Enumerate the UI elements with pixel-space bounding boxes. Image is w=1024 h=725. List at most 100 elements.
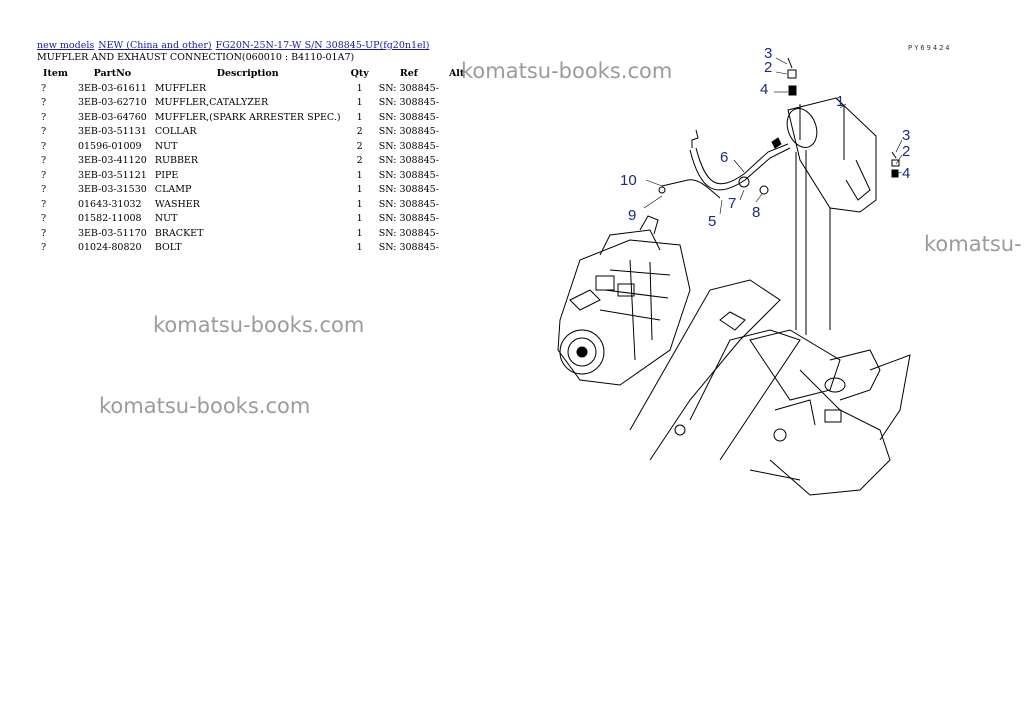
cell-partno: 3EB-03-51170 [77, 227, 147, 239]
cell-partno: 01582-11008 [77, 213, 142, 225]
callout-label: 7 [728, 195, 736, 212]
hardware-drawing [771, 57, 900, 178]
cell-alt [443, 226, 470, 241]
cell-partno: 3EB-03-51131 [77, 126, 147, 138]
cell-qty: 1 [356, 97, 363, 109]
cell-qty: 2 [356, 126, 363, 138]
watermark-edge: komatsu- [924, 232, 1022, 256]
callout-label: 3 [902, 127, 910, 144]
cell-item: ? [41, 155, 47, 167]
cell-partno: 3EB-03-31530 [77, 184, 147, 196]
table-row: ? 3EB-03-51170 BRACKET 1 SN: 308845- [37, 226, 470, 241]
tail-pipe [795, 150, 831, 335]
table-row: ? 01024-80820 BOLT 1 SN: 308845- [37, 241, 470, 256]
cell-partno: 3EB-03-61611 [77, 82, 147, 94]
cell-qty: 2 [356, 140, 363, 152]
cell-item: ? [41, 97, 47, 109]
cell-alt [443, 96, 470, 111]
cell-ref: SN: 308845- [378, 242, 439, 254]
callout-label: 2 [902, 143, 910, 160]
engine-drawing [557, 215, 691, 386]
watermark: komatsu-books.com [153, 313, 365, 337]
watermark: komatsu-books.com [99, 394, 311, 418]
cell-description: CLAMP [154, 184, 192, 196]
callout-label: 1 [836, 93, 844, 110]
muffler-drawing [786, 97, 877, 213]
cell-qty: 1 [356, 198, 363, 210]
breadcrumb-link-region[interactable]: NEW (China and other) [98, 40, 212, 51]
table-row: ? 01643-31032 WASHER 1 SN: 308845- [37, 197, 470, 212]
cell-item: ? [41, 82, 47, 94]
cell-partno: 01024-80820 [77, 242, 142, 254]
cell-partno: 01643-31032 [77, 198, 142, 210]
cell-item: ? [41, 111, 47, 123]
cell-description: MUFFLER,(SPARK ARRESTER SPEC.) [154, 111, 341, 123]
header-qty: Qty [350, 68, 369, 79]
cell-ref: SN: 308845- [378, 97, 439, 109]
table-row: ? 3EB-03-64760 MUFFLER,(SPARK ARRESTER SPE… [37, 110, 470, 125]
cell-ref: SN: 308845- [378, 155, 439, 167]
cell-description: COLLAR [154, 126, 197, 138]
cell-item: ? [41, 213, 47, 225]
cell-qty: 1 [356, 242, 363, 254]
breadcrumb-link-new-models[interactable]: new models [37, 40, 95, 51]
cell-ref: SN: 308845- [378, 198, 439, 210]
cell-ref: SN: 308845- [378, 126, 439, 138]
cell-partno: 3EB-03-62710 [77, 97, 147, 109]
cell-item: ? [41, 242, 47, 254]
exhaust-pipe-drawing [658, 129, 791, 199]
cell-description: WASHER [154, 198, 200, 210]
cell-alt [443, 168, 470, 183]
cell-qty: 1 [356, 82, 363, 94]
callout-label: 9 [628, 207, 636, 224]
cell-ref: SN: 308845- [378, 213, 439, 225]
cell-qty: 1 [356, 169, 363, 181]
cell-ref: SN: 308845- [378, 184, 439, 196]
cell-ref: SN: 308845- [378, 111, 439, 123]
table-row: ? 01582-11008 NUT 1 SN: 308845- [37, 212, 470, 227]
cell-item: ? [41, 227, 47, 239]
cell-partno: 3EB-03-41120 [77, 155, 147, 167]
cell-ref: SN: 308845- [378, 227, 439, 239]
table-row: ? 3EB-03-51131 COLLAR 2 SN: 308845- [37, 125, 470, 140]
cell-partno: 3EB-03-51121 [77, 169, 147, 181]
cell-item: ? [41, 169, 47, 181]
header-alt: Alt [448, 68, 465, 79]
cell-qty: 1 [356, 184, 363, 196]
exploded-parts-diagram: 3 2 4 1 3 2 4 6 10 9 5 7 8 [557, 45, 911, 496]
cell-alt [443, 154, 470, 169]
section-title: MUFFLER AND EXHAUST CONNECTION(060010 : … [37, 52, 355, 63]
callout-leaders [643, 57, 903, 215]
cell-qty: 1 [356, 213, 363, 225]
cell-description: BOLT [154, 242, 182, 254]
callout-label: 4 [902, 165, 910, 182]
cell-description: PIPE [154, 169, 179, 181]
cell-qty: 1 [356, 111, 363, 123]
breadcrumb-link-model[interactable]: FG20N-25N-17-W S/N 308845-UP(fg20n1el) [215, 40, 430, 51]
cell-alt [443, 139, 470, 154]
cell-item: ? [41, 126, 47, 138]
cell-description: NUT [154, 213, 178, 225]
cell-partno: 3EB-03-64760 [77, 111, 147, 123]
cell-alt [443, 81, 470, 96]
cell-qty: 1 [356, 227, 363, 239]
cell-alt [443, 241, 470, 256]
cell-description: RUBBER [154, 155, 199, 167]
table-header-row: Item PartNo Description Qty Ref Alt [37, 66, 470, 81]
cell-alt [443, 197, 470, 212]
callout-label: 4 [760, 81, 768, 98]
cell-item: ? [41, 198, 47, 210]
callout-label: 2 [764, 59, 772, 76]
cell-description: BRACKET [154, 227, 204, 239]
header-description: Description [216, 68, 279, 79]
cell-ref: SN: 308845- [378, 82, 439, 94]
cell-item: ? [41, 140, 47, 152]
parts-table: Item PartNo Description Qty Ref Alt ? 3EB… [37, 66, 470, 255]
callout-label: 3 [764, 45, 772, 62]
chassis-drawing [629, 279, 911, 496]
